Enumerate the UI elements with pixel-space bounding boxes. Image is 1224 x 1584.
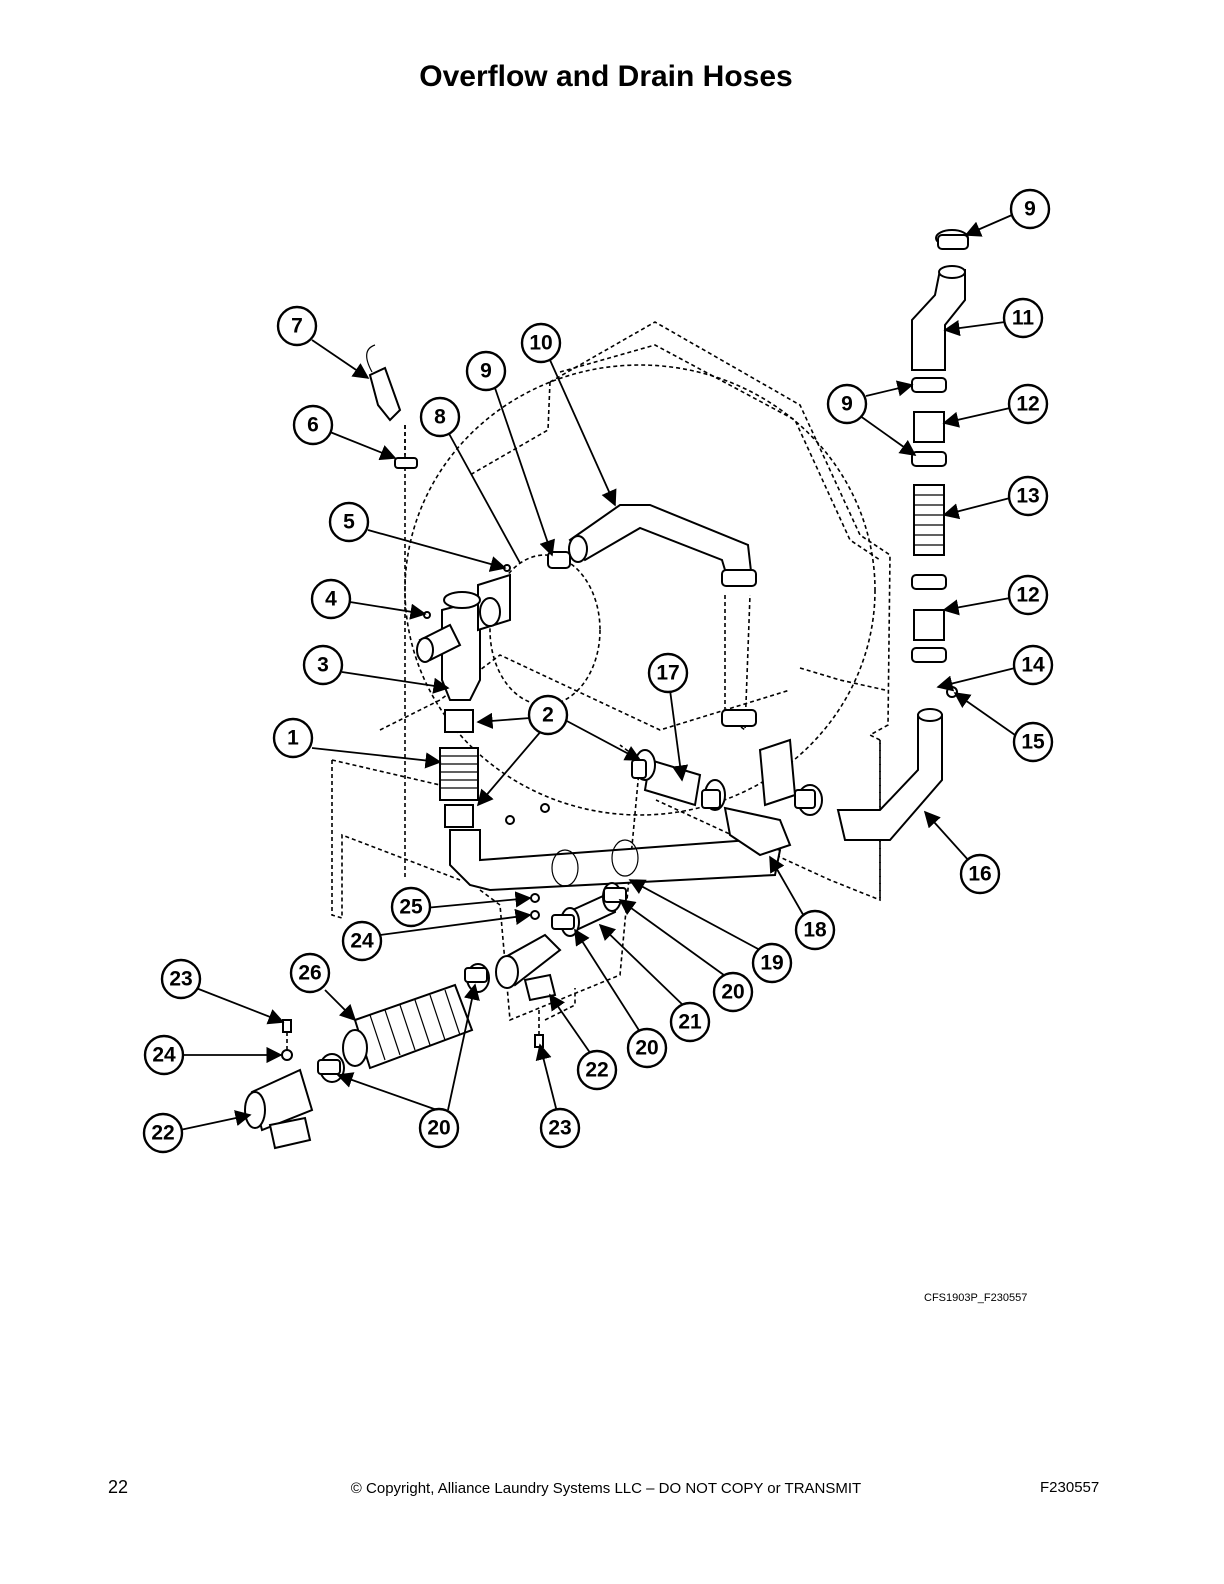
callout-18: 18	[794, 909, 836, 951]
hardware	[281, 234, 969, 1075]
callout-12: 12	[1007, 383, 1049, 425]
svg-text:15: 15	[1021, 731, 1045, 754]
callout-12: 12	[1007, 574, 1049, 616]
callout-24: 24	[143, 1034, 185, 1076]
svg-text:9: 9	[480, 360, 492, 383]
callout-leaders	[179, 214, 1016, 1131]
callout-22: 22	[576, 1049, 618, 1091]
svg-text:26: 26	[298, 962, 321, 985]
callout-16: 16	[959, 853, 1001, 895]
svg-text:23: 23	[169, 968, 192, 991]
svg-text:23: 23	[548, 1117, 571, 1140]
callout-8: 8	[419, 396, 461, 438]
svg-text:12: 12	[1016, 393, 1039, 416]
callout-1: 1	[272, 717, 314, 759]
callout-25: 25	[390, 886, 432, 928]
callout-21: 21	[669, 1001, 711, 1043]
svg-text:22: 22	[585, 1059, 608, 1082]
svg-text:2: 2	[542, 704, 554, 727]
copyright-notice: © Copyright, Alliance Laundry Systems LL…	[350, 1480, 862, 1497]
callout-19: 19	[751, 942, 793, 984]
svg-text:9: 9	[1024, 198, 1036, 221]
callout-26: 26	[289, 952, 331, 994]
svg-text:13: 13	[1016, 485, 1039, 508]
vent-hose-assembly	[797, 229, 969, 841]
svg-text:10: 10	[529, 332, 552, 355]
svg-text:1: 1	[287, 727, 299, 750]
callout-15: 15	[1012, 721, 1054, 763]
overflow-tee-assembly	[416, 573, 792, 892]
page-title: Overflow and Drain Hoses	[419, 60, 793, 93]
svg-text:11: 11	[1012, 307, 1035, 330]
hose-10	[568, 504, 797, 807]
callout-11: 11	[1002, 297, 1044, 339]
callout-22: 22	[142, 1112, 184, 1154]
svg-text:4: 4	[325, 588, 337, 611]
svg-text:14: 14	[1021, 654, 1045, 677]
svg-text:25: 25	[399, 896, 423, 919]
callout-9: 9	[465, 350, 507, 392]
svg-text:24: 24	[350, 930, 374, 953]
svg-text:20: 20	[635, 1037, 658, 1060]
callout-20: 20	[626, 1027, 668, 1069]
page-number: 22	[108, 1477, 129, 1497]
svg-text:18: 18	[803, 919, 827, 942]
svg-text:12: 12	[1016, 584, 1039, 607]
callout-6: 6	[292, 404, 334, 446]
svg-text:9: 9	[841, 393, 853, 416]
callout-5: 5	[328, 501, 370, 543]
callout-10: 10	[520, 322, 562, 364]
callout-20: 20	[418, 1107, 460, 1149]
callout-3: 3	[302, 644, 344, 686]
svg-text:22: 22	[151, 1122, 174, 1145]
svg-text:17: 17	[656, 662, 679, 685]
callout-7: 7	[276, 305, 318, 347]
callout-24: 24	[341, 920, 383, 962]
document-number: F230557	[1040, 1479, 1100, 1496]
callout-2: 2	[527, 694, 569, 736]
svg-text:3: 3	[317, 654, 329, 677]
svg-text:5: 5	[343, 511, 355, 534]
svg-text:24: 24	[152, 1044, 176, 1067]
callout-9: 9	[826, 383, 868, 425]
callout-23: 23	[539, 1107, 581, 1149]
callout-17: 17	[647, 652, 689, 694]
callout-13: 13	[1007, 475, 1049, 517]
callout-4: 4	[310, 578, 352, 620]
svg-text:8: 8	[434, 406, 446, 429]
svg-text:20: 20	[427, 1117, 450, 1140]
svg-text:6: 6	[307, 414, 319, 437]
svg-text:7: 7	[291, 315, 303, 338]
figure-code: CFS1903P_F230557	[924, 1292, 1028, 1304]
svg-text:20: 20	[721, 981, 744, 1004]
svg-text:19: 19	[760, 952, 783, 975]
callout-14: 14	[1012, 644, 1054, 686]
callout-9: 9	[1009, 188, 1051, 230]
svg-text:16: 16	[968, 863, 991, 886]
svg-text:21: 21	[678, 1011, 702, 1034]
callout-23: 23	[160, 958, 202, 1000]
callout-20: 20	[712, 971, 754, 1013]
